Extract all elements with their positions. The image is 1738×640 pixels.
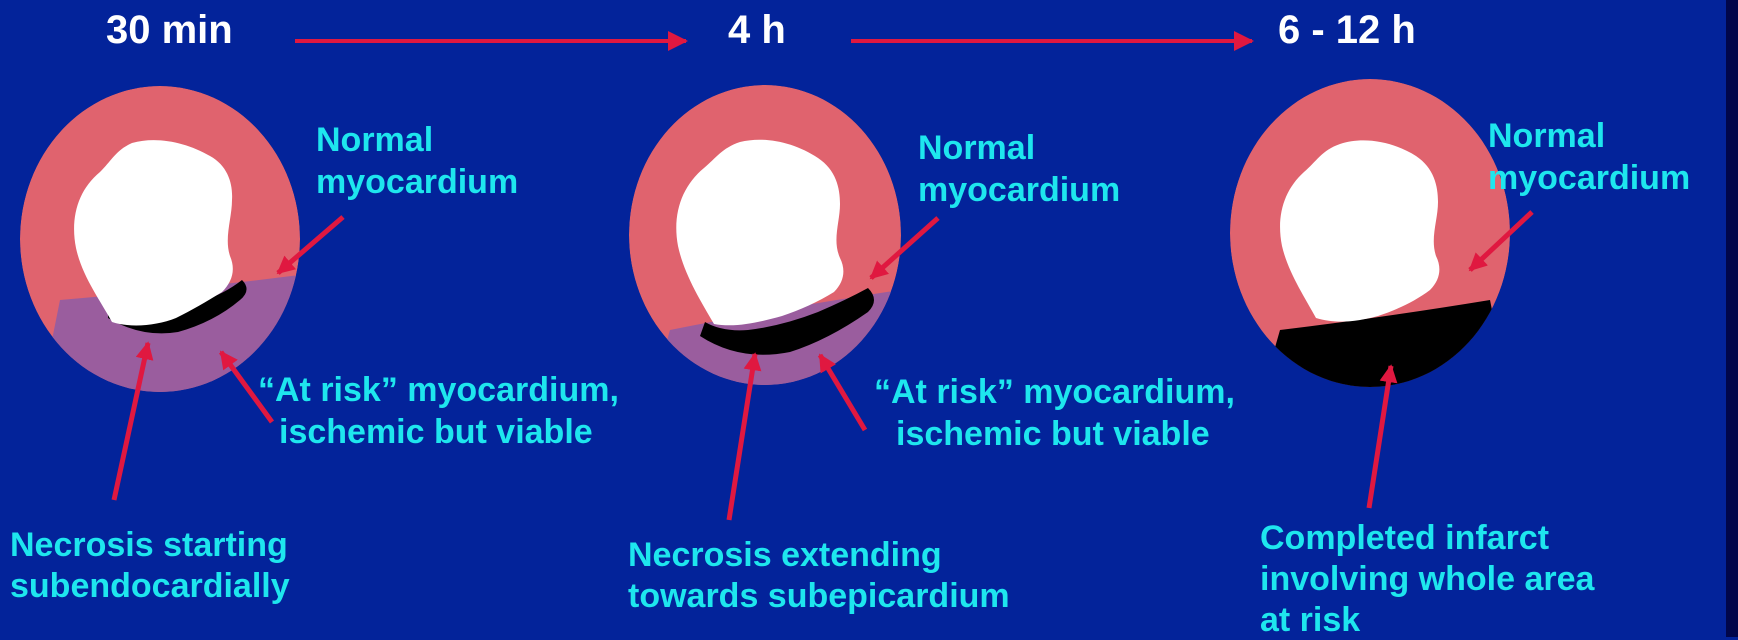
heart-cross-section-30min (20, 86, 300, 400)
necrosis-label-1b: subendocardially (10, 566, 290, 606)
necrosis-label-1a: Necrosis starting (10, 525, 288, 565)
normal-myocardium-label-3b: myocardium (1488, 158, 1690, 198)
infarct-label-3c: at risk (1260, 600, 1360, 640)
heart-cross-section-4h (629, 85, 901, 400)
at-risk-label-1a: “At risk” myocardium, (258, 370, 619, 410)
at-risk-label-2b: ischemic but viable (896, 414, 1210, 454)
time-label-4h: 4 h (728, 10, 786, 50)
at-risk-label-1b: ischemic but viable (279, 412, 593, 452)
arrow-infarct-3 (1369, 366, 1391, 508)
necrosis-label-2a: Necrosis extending (628, 535, 942, 575)
heart-cross-section-6-12h (1230, 79, 1510, 400)
infarct-label-3a: Completed infarct (1260, 518, 1549, 558)
normal-myocardium-label-1a: Normal (316, 120, 433, 160)
time-label-6-12h: 6 - 12 h (1278, 10, 1416, 50)
arrow-risk-2 (820, 355, 865, 430)
normal-myocardium-label-1b: myocardium (316, 162, 518, 202)
normal-myocardium-label-3a: Normal (1488, 116, 1605, 156)
at-risk-label-2a: “At risk” myocardium, (874, 372, 1235, 412)
normal-myocardium-label-2b: myocardium (918, 170, 1120, 210)
time-label-30min: 30 min (106, 10, 233, 50)
necrosis-label-2b: towards subepicardium (628, 576, 1010, 616)
infarct-label-3b: involving whole area (1260, 559, 1594, 599)
normal-myocardium-label-2a: Normal (918, 128, 1035, 168)
